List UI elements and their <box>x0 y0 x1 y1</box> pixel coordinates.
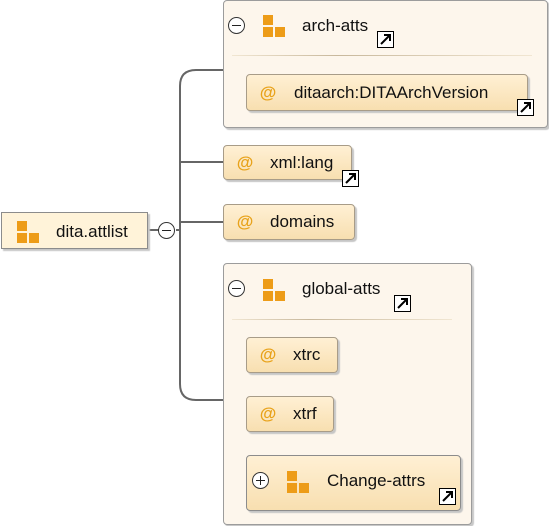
attribute-label: xtrf <box>293 404 317 423</box>
attribute-group-icon <box>287 471 309 493</box>
attribute-at-icon: @ <box>236 212 254 231</box>
group-title: global-atts <box>302 279 381 298</box>
attribute-label: xtrc <box>293 345 321 364</box>
attribute-at-icon: @ <box>259 82 277 102</box>
attribute-domains[interactable]: @ domains <box>223 204 355 240</box>
root-label: dita.attlist <box>56 222 128 241</box>
group-separator <box>232 55 532 56</box>
reference-arrow-icon[interactable] <box>377 31 394 48</box>
group-separator <box>232 319 452 320</box>
attribute-at-icon: @ <box>259 345 277 364</box>
attribute-group-icon <box>17 221 39 243</box>
attribute-group-icon <box>263 15 285 37</box>
group-title: Change-attrs <box>327 471 426 490</box>
attribute-at-icon: @ <box>236 152 254 172</box>
attribute-xtrc[interactable]: @ xtrc <box>246 337 338 373</box>
group-arch-atts: arch-atts @ ditaarch:DITAArchVersion <box>223 0 548 128</box>
global-atts-collapse-toggle[interactable] <box>228 280 245 297</box>
reference-arrow-icon[interactable] <box>439 488 456 505</box>
attribute-label: ditaarch:DITAArchVersion <box>294 82 489 102</box>
attribute-label: xml:lang <box>270 152 334 172</box>
attribute-label: domains <box>270 212 335 231</box>
change-attrs-expand-toggle[interactable] <box>252 472 269 489</box>
root-collapse-toggle[interactable] <box>158 222 175 239</box>
group-title: arch-atts <box>302 16 369 35</box>
group-global-atts: global-atts @ xtrc @ xtrf Change-attrs <box>223 263 472 525</box>
trunk-line <box>179 69 223 401</box>
attribute-group-icon <box>263 279 285 301</box>
reference-arrow-icon[interactable] <box>342 170 359 187</box>
reference-arrow-icon[interactable] <box>517 99 534 116</box>
reference-arrow-icon[interactable] <box>394 295 411 312</box>
attribute-xtrf[interactable]: @ xtrf <box>246 396 334 432</box>
attribute-at-icon: @ <box>259 404 277 423</box>
root-node-dita-attlist[interactable]: dita.attlist <box>1 212 148 249</box>
arch-atts-collapse-toggle[interactable] <box>228 17 245 34</box>
attribute-xml-lang[interactable]: @ xml:lang <box>223 145 359 187</box>
group-change-attrs[interactable]: Change-attrs <box>246 455 461 511</box>
attribute-ditaarch-version[interactable]: @ ditaarch:DITAArchVersion <box>246 74 534 116</box>
